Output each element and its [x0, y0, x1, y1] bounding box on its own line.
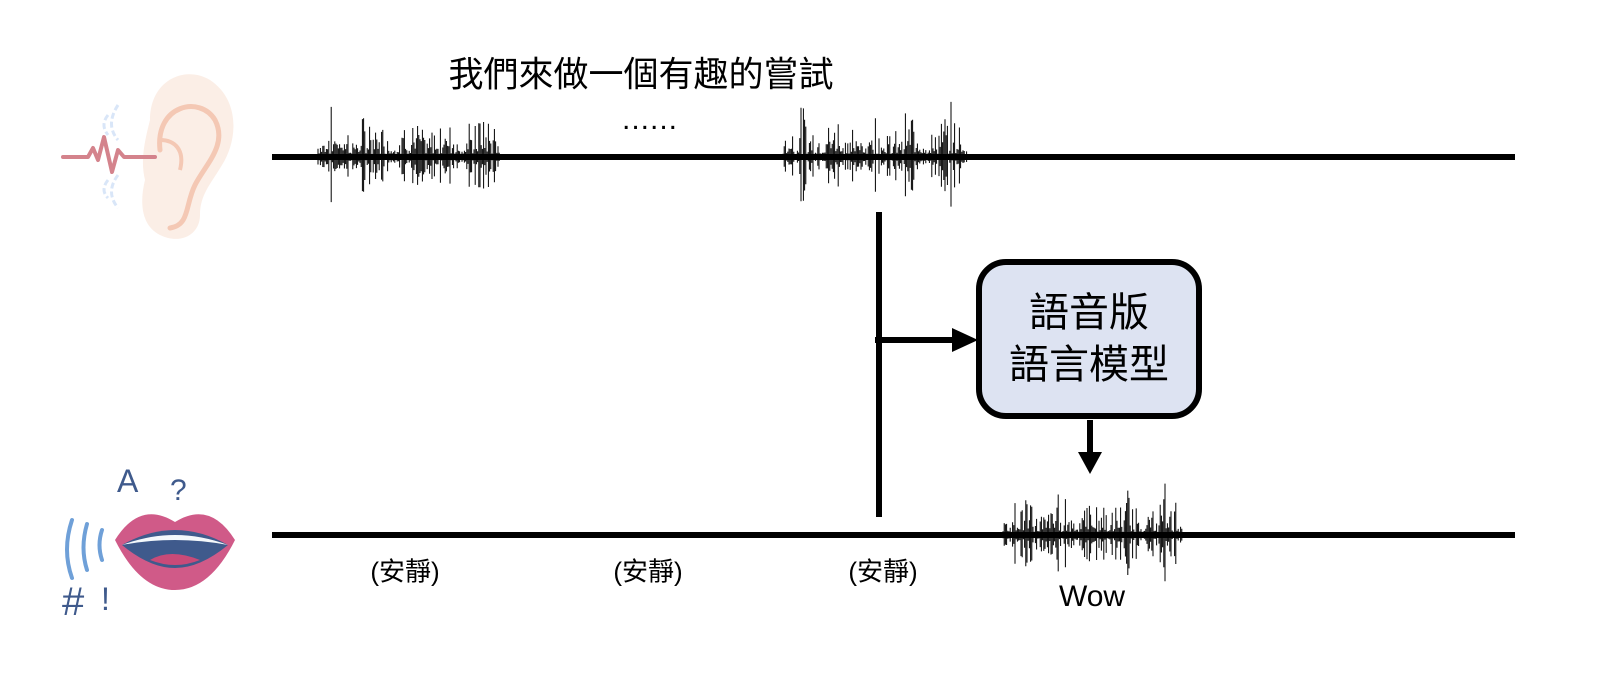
silence-label: (安靜): [613, 556, 683, 587]
svg-text:!: !: [101, 581, 110, 617]
input-speech-text: 我們來做一個有趣的嘗試: [448, 55, 834, 95]
output-arrowhead: [1078, 452, 1102, 474]
speech-language-model-box: 語音版 語言模型: [976, 259, 1202, 419]
audio-waveform: [782, 101, 968, 207]
svg-text:#: #: [62, 580, 85, 624]
ellipsis: ......: [621, 103, 679, 136]
input-arrowhead: [952, 328, 978, 352]
silence-label: (安靜): [848, 556, 918, 587]
silence-label: (安靜): [370, 556, 440, 587]
model-label-line1: 語音版: [1029, 291, 1149, 335]
svg-text:A: A: [117, 463, 139, 499]
response-text: Wow: [1058, 580, 1126, 613]
audio-waveform: [1002, 483, 1183, 582]
audio-waveform: [317, 106, 500, 203]
ear-icon: [61, 74, 234, 239]
speaking-mouth-icon: A ? # !: [62, 463, 235, 624]
model-label-line2: 語言模型: [1009, 343, 1169, 387]
svg-text:?: ?: [170, 474, 187, 507]
